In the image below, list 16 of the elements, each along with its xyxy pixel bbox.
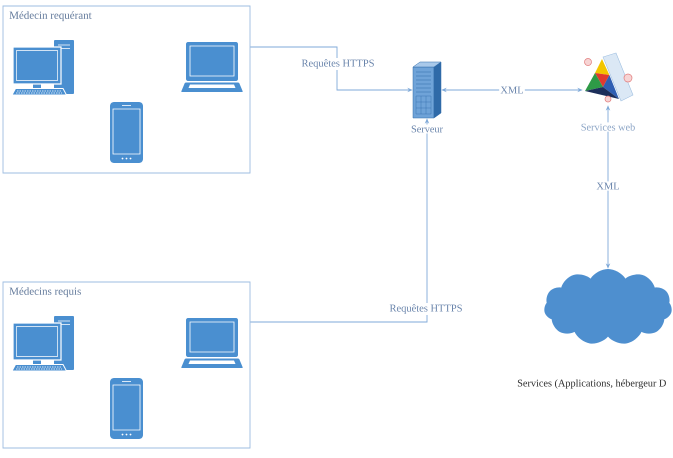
node-caption: Services (Applications, hébergeur D [516, 378, 668, 390]
edge-label: XML [595, 181, 621, 191]
cloud-shape [544, 269, 672, 344]
panel-box: Médecin requérant [2, 6, 250, 174]
node-caption: Serveur [410, 124, 444, 134]
laptop-icon [181, 42, 243, 92]
edge-label: Requêtes HTTPS [300, 58, 376, 70]
smartphone-icon [110, 102, 143, 163]
server-icon [412, 62, 442, 118]
edge-label: Requêtes HTTPS [388, 303, 464, 315]
edge-label: XML [499, 85, 525, 95]
smartphone-icon [110, 378, 143, 439]
web-service-icon [584, 52, 634, 102]
panel-box: Médecins requis [2, 282, 250, 448]
node-caption: Services web [580, 122, 636, 132]
laptop-icon [181, 318, 243, 368]
